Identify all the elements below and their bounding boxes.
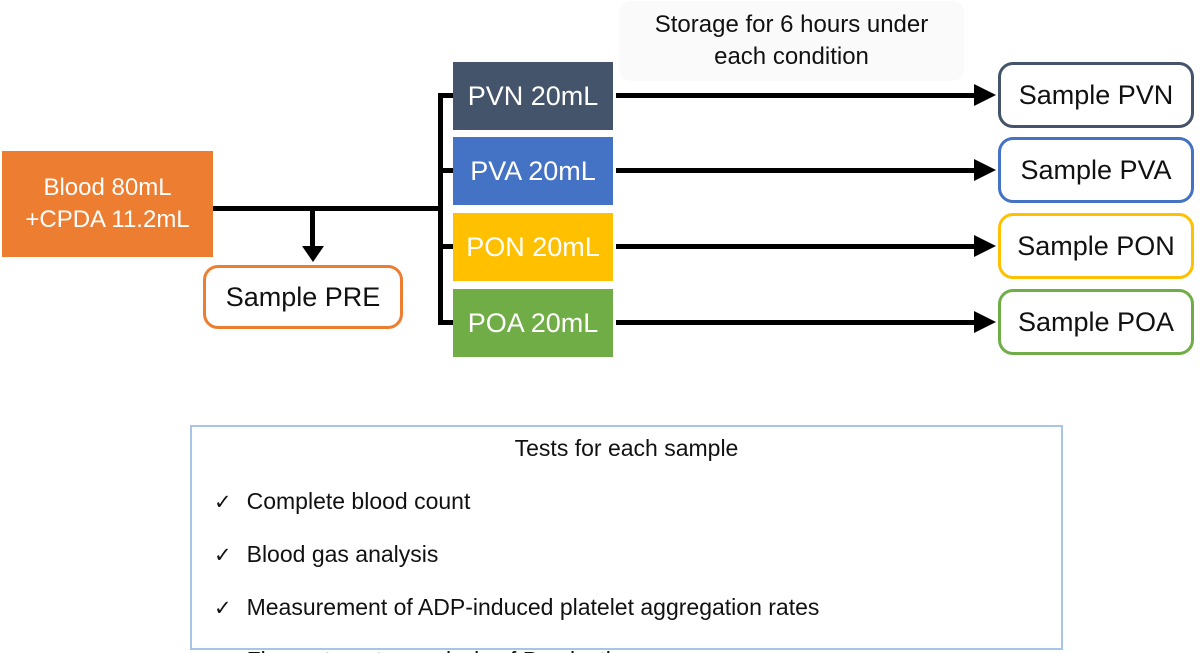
check-icon: ✓ bbox=[214, 597, 232, 620]
sample-box-pva: Sample PVA bbox=[998, 137, 1194, 203]
condition-box-pvn: PVN 20mL bbox=[453, 62, 613, 130]
storage-note-line2: each condition bbox=[714, 43, 869, 70]
sample-label-pva: Sample PVA bbox=[1020, 154, 1172, 185]
test-item-label: Flow cytometry analysis of P-selectin bbox=[247, 647, 624, 653]
sample-pre-label: Sample PRE bbox=[225, 281, 381, 312]
condition-box-pon: PON 20mL bbox=[453, 213, 613, 281]
condition-label-poa: POA 20mL bbox=[467, 307, 599, 338]
arrow-shaft-pvn bbox=[616, 93, 974, 98]
sample-pre-box: Sample PRE bbox=[203, 265, 403, 329]
test-item-blood-gas: ✓ Blood gas analysis bbox=[210, 541, 1043, 568]
arrowhead-pva-icon bbox=[974, 159, 996, 181]
sample-box-pvn: Sample PVN bbox=[998, 62, 1194, 128]
condition-box-poa: POA 20mL bbox=[453, 289, 613, 357]
arrow-shaft-poa bbox=[616, 320, 974, 325]
condition-box-pva: PVA 20mL bbox=[453, 137, 613, 205]
sample-box-poa: Sample POA bbox=[998, 289, 1194, 355]
arrowhead-pon-icon bbox=[974, 235, 996, 257]
condition-label-pon: PON 20mL bbox=[466, 231, 600, 262]
test-item-label: Complete blood count bbox=[246, 488, 471, 514]
check-icon: ✓ bbox=[214, 544, 232, 567]
connector-stub-pva bbox=[438, 168, 455, 173]
connector-stub-pon bbox=[438, 244, 455, 249]
arrowhead-pre-icon bbox=[302, 246, 324, 262]
connector-main-horizontal bbox=[213, 206, 440, 211]
test-item-label: Measurement of ADP-induced platelet aggr… bbox=[246, 594, 820, 620]
sample-label-poa: Sample POA bbox=[1017, 306, 1175, 337]
test-item-adp-aggregation: ✓ Measurement of ADP-induced platelet ag… bbox=[210, 594, 1043, 621]
condition-label-pva: PVA 20mL bbox=[470, 155, 596, 186]
check-icon: ✓ bbox=[214, 491, 232, 514]
arrow-shaft-pva bbox=[616, 168, 974, 173]
test-item-flow-cytometry: ✓ Flow cytometry analysis of P-selectin bbox=[210, 647, 1043, 653]
storage-note: Storage for 6 hours under each condition bbox=[619, 1, 964, 81]
connector-spine-vertical bbox=[438, 93, 443, 325]
connector-stub-pvn bbox=[438, 93, 455, 98]
sample-label-pon: Sample PON bbox=[1017, 230, 1175, 261]
test-item-cbc: ✓ Complete blood count bbox=[210, 488, 1043, 515]
tests-panel: Tests for each sample ✓ Complete blood c… bbox=[190, 425, 1063, 653]
arrowhead-poa-icon bbox=[974, 311, 996, 333]
source-blood-line2: +CPDA 11.2mL bbox=[25, 206, 190, 233]
sample-label-pvn: Sample PVN bbox=[1018, 79, 1174, 110]
connector-stub-poa bbox=[438, 320, 455, 325]
tests-panel-title: Tests for each sample bbox=[514, 435, 739, 461]
connector-pre-vertical bbox=[310, 206, 315, 248]
condition-label-pvn: PVN 20mL bbox=[467, 80, 599, 111]
sample-box-pon: Sample PON bbox=[998, 213, 1194, 279]
arrow-shaft-pon bbox=[616, 244, 974, 249]
test-item-label: Blood gas analysis bbox=[246, 541, 439, 567]
source-blood-box: Blood 80mL +CPDA 11.2mL bbox=[2, 151, 213, 257]
check-icon: ✓ bbox=[214, 649, 232, 653]
source-blood-line1: Blood 80mL bbox=[43, 174, 172, 202]
arrowhead-pvn-icon bbox=[974, 84, 996, 106]
storage-note-line1: Storage for 6 hours under bbox=[654, 10, 929, 38]
